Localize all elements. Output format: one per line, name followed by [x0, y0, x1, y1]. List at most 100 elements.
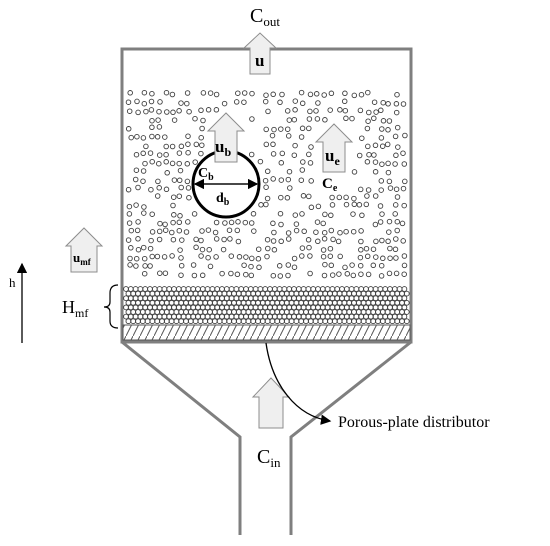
- particle: [298, 89, 305, 96]
- particle: [199, 228, 205, 234]
- particle: [216, 318, 223, 325]
- particle: [132, 295, 139, 302]
- particle: [252, 295, 259, 302]
- particle: [327, 245, 334, 252]
- particle: [298, 318, 305, 325]
- particle: [274, 290, 281, 297]
- particle: [274, 309, 281, 315]
- particle: [163, 143, 169, 150]
- particle: [339, 295, 345, 302]
- particle: [144, 299, 151, 306]
- particle: [166, 304, 173, 311]
- particle: [389, 318, 396, 325]
- particle: [372, 221, 379, 228]
- particle: [147, 150, 154, 156]
- particle: [370, 309, 377, 315]
- particle: [310, 295, 317, 302]
- particle: [298, 290, 305, 297]
- particle: [125, 309, 132, 315]
- particle: [305, 313, 312, 320]
- particle: [353, 295, 360, 302]
- particle: [141, 255, 148, 262]
- particle: [322, 211, 328, 218]
- particle: [331, 318, 338, 325]
- particle: [343, 194, 349, 201]
- particle: [392, 246, 399, 253]
- particle: [130, 309, 137, 315]
- particle: [343, 304, 350, 311]
- particle: [295, 286, 302, 292]
- particle: [130, 299, 137, 306]
- particle: [395, 144, 401, 150]
- particle: [306, 151, 312, 158]
- particle: [143, 108, 149, 115]
- particle: [379, 126, 385, 132]
- particle: [177, 247, 183, 253]
- particle: [360, 318, 367, 325]
- particle: [322, 261, 328, 268]
- particle: [159, 299, 165, 306]
- particle: [179, 237, 185, 243]
- particle: [187, 299, 194, 306]
- particle: [155, 178, 161, 185]
- particle: [315, 313, 321, 320]
- particle: [139, 299, 146, 306]
- particle: [250, 309, 257, 315]
- particle: [307, 270, 313, 277]
- particle: [142, 286, 149, 292]
- particle: [186, 108, 192, 115]
- particle: [378, 262, 385, 269]
- particle: [341, 309, 348, 315]
- particle: [267, 304, 273, 311]
- particle: [291, 152, 298, 158]
- particle: [185, 286, 192, 292]
- particle: [226, 299, 233, 306]
- particle: [355, 309, 362, 315]
- particle: [198, 253, 204, 259]
- particle: [267, 295, 273, 302]
- particle: [310, 286, 317, 292]
- particle: [148, 186, 154, 193]
- particle: [379, 318, 386, 325]
- particle: [176, 177, 183, 184]
- particle: [315, 295, 321, 302]
- particle: [279, 91, 285, 98]
- particle: [170, 202, 176, 209]
- particle: [386, 118, 393, 124]
- particle: [342, 264, 348, 271]
- particle: [135, 318, 141, 325]
- particle: [123, 295, 129, 302]
- particle: [155, 117, 161, 123]
- particle: [269, 318, 276, 325]
- particle: [133, 151, 140, 158]
- particle: [358, 271, 364, 277]
- particle: [303, 290, 309, 297]
- particle: [175, 286, 182, 292]
- particle: [284, 126, 291, 132]
- particle: [299, 125, 306, 132]
- particle: [149, 158, 155, 165]
- particle: [293, 290, 300, 297]
- particle: [320, 220, 326, 227]
- particle: [337, 107, 343, 113]
- particle: [295, 295, 302, 302]
- particle: [147, 263, 153, 269]
- particle: [199, 295, 206, 302]
- particle: [204, 286, 211, 292]
- particle: [385, 160, 391, 167]
- particle: [205, 227, 212, 233]
- particle: [183, 229, 190, 235]
- particle: [135, 109, 141, 116]
- particle: [375, 290, 381, 297]
- particle: [328, 212, 334, 219]
- particle: [163, 299, 170, 306]
- particle: [299, 100, 306, 107]
- particle: [169, 143, 176, 150]
- particle: [209, 295, 216, 302]
- particle: [236, 254, 243, 260]
- particle: [285, 230, 292, 236]
- particle: [195, 313, 201, 320]
- particle: [308, 144, 314, 150]
- particle: [385, 127, 391, 133]
- particle: [337, 253, 343, 260]
